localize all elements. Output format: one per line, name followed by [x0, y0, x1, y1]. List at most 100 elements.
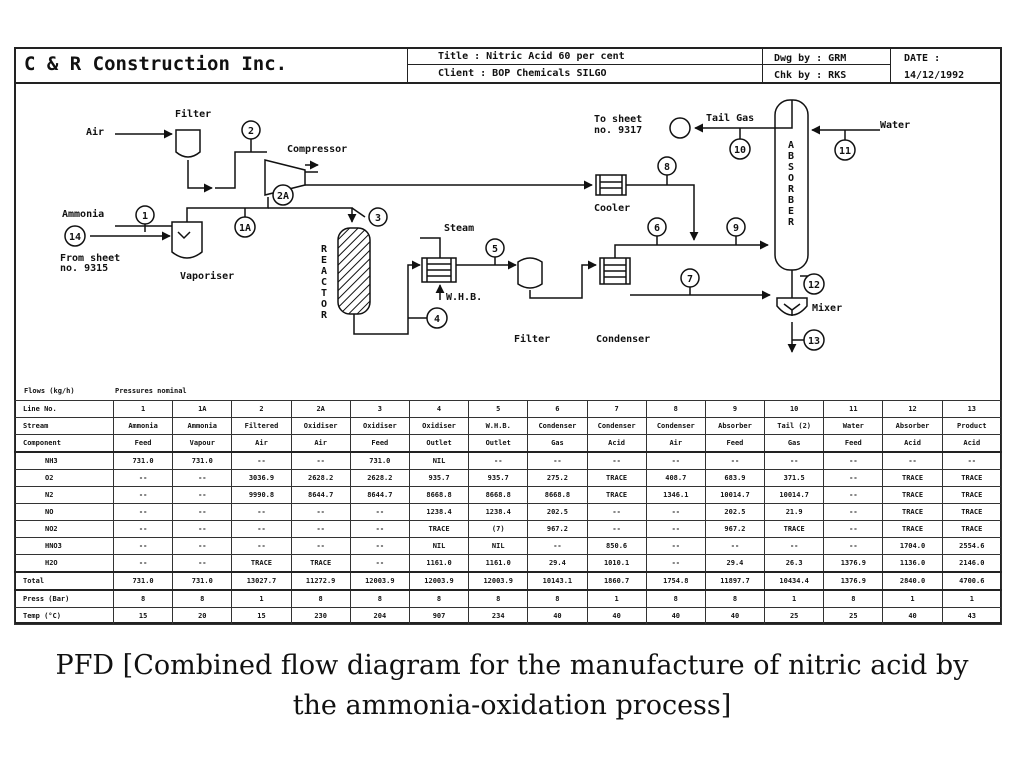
caption: PFD [Combined flow diagram for the manuf…	[0, 646, 1024, 726]
table-cell: 8	[290, 589, 351, 608]
table-cell: 11272.9	[290, 571, 351, 591]
table-cell: 8	[527, 589, 588, 608]
table-cell: 683.9	[704, 469, 766, 487]
table-cell: 1238.4	[408, 503, 470, 521]
stream-marker-3	[368, 207, 388, 227]
mixer	[776, 297, 808, 316]
stream-marker-12	[803, 273, 825, 295]
table-cell: 967.2	[704, 520, 766, 538]
equipment-labels: Air Filter Compressor Ammonia From sheet…	[60, 108, 910, 345]
table-cell: 12003.9	[468, 571, 529, 591]
table-cell: --	[586, 520, 647, 538]
table-cell: TRACE	[941, 503, 1003, 521]
table-cell: 8	[645, 400, 706, 418]
table-cell: Feed	[112, 434, 174, 453]
label-water: Water	[880, 120, 910, 131]
table-cell: Absorber	[704, 417, 766, 435]
table-cell: 5	[468, 400, 529, 418]
table-cell: TRACE	[882, 486, 943, 504]
stream-number: 1	[142, 211, 148, 222]
stream-marker-11	[834, 139, 856, 161]
table-cell: 731.0	[172, 451, 233, 470]
vaporiser	[171, 221, 203, 259]
table-cell: --	[468, 451, 529, 470]
table-cell: 1136.0	[882, 554, 943, 573]
table-cell: 2A	[290, 400, 351, 418]
table-cell: TRACE	[882, 503, 943, 521]
date-label: DATE :	[904, 53, 941, 64]
label-vaporiser: Vaporiser	[180, 270, 234, 282]
row-label: O2	[14, 469, 114, 487]
table-cell: 204	[349, 607, 410, 625]
table-cell: 12003.9	[408, 571, 470, 591]
table-cell: Absorber	[882, 417, 943, 435]
table-cell: 8668.8	[527, 486, 588, 504]
label-condenser: Condenser	[596, 334, 650, 345]
table-cell: --	[645, 503, 706, 521]
checked-by: Chk by : RKS	[774, 70, 847, 81]
stream-number: 12	[808, 280, 820, 291]
stream-marker-14	[64, 225, 86, 247]
table-cell: 8644.7	[349, 486, 410, 504]
table-cell: --	[586, 503, 647, 521]
table-cell: Acid	[882, 434, 943, 453]
table-cell: Oxidiser	[290, 417, 351, 435]
table-cell: --	[823, 503, 884, 521]
stream-number: 1A	[239, 223, 251, 234]
table-cell: 11897.7	[704, 571, 766, 591]
table-cell: TRACE	[764, 520, 825, 538]
drawn-by: Dwg by : GRM	[774, 53, 847, 64]
table-cell: TRACE	[941, 469, 1003, 487]
table-cell: 8644.7	[290, 486, 351, 504]
table-cell: --	[823, 486, 884, 504]
table-cell: NIL	[408, 451, 470, 470]
table-cell: --	[172, 537, 233, 555]
table-cell: --	[645, 451, 706, 470]
table-cell: 2628.2	[290, 469, 351, 487]
table-cell: Condenser	[645, 417, 706, 435]
waste-heat-boiler	[421, 257, 457, 283]
label-filter-2: Filter	[514, 333, 550, 345]
table-cell: 731.0	[112, 451, 174, 470]
table-cell: 12003.9	[349, 571, 410, 591]
label-compressor: Compressor	[287, 144, 347, 155]
table-cell: 8668.8	[468, 486, 529, 504]
table-cell: Outlet	[408, 434, 470, 453]
table-cell: 1010.1	[586, 554, 647, 573]
row-label: H2O	[14, 554, 114, 573]
table-cell: --	[172, 503, 233, 521]
table-cell: 2840.0	[882, 571, 943, 591]
table-cell: 9990.8	[231, 486, 292, 504]
table-cell: TRACE	[586, 486, 647, 504]
table-cell: Vapour	[172, 434, 233, 453]
table-cell: --	[112, 486, 174, 504]
table-cell: 40	[586, 607, 647, 625]
table-cell: 10	[764, 400, 825, 418]
table-cell: 21.9	[764, 503, 825, 521]
table-cell: --	[349, 520, 410, 538]
table-cell: Feed	[704, 434, 766, 453]
off-sheet-connector	[669, 117, 691, 139]
stream-number: 4	[434, 314, 440, 325]
table-cell: --	[290, 451, 351, 470]
stream-marker-2a	[272, 184, 294, 206]
table-cell: TRACE	[882, 520, 943, 538]
table-cell: 10143.1	[527, 571, 588, 591]
table-cell: --	[231, 520, 292, 538]
table-cell: 8668.8	[408, 486, 470, 504]
stream-marker-4	[426, 307, 448, 329]
table-cell: Tail (2)	[764, 417, 825, 435]
table-cell: Acid	[586, 434, 647, 453]
table-cell: --	[349, 554, 410, 573]
table-cell: 850.6	[586, 537, 647, 555]
table-cell: --	[231, 451, 292, 470]
table-cell: TRACE	[586, 469, 647, 487]
company-name: C & R Construction Inc.	[24, 53, 288, 75]
table-cell: 234	[468, 607, 529, 625]
flows-note: Flows (kg/h)	[24, 387, 75, 395]
table-cell: 371.5	[764, 469, 825, 487]
